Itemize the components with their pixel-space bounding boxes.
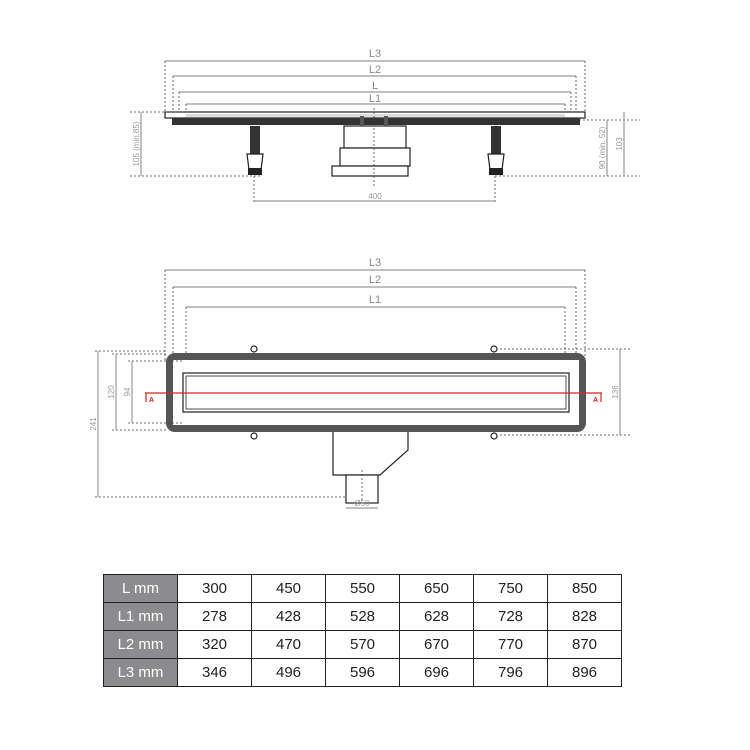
dim-label-l3: L3 xyxy=(369,48,381,60)
dim-label-inner-width: 94 xyxy=(123,387,132,396)
table-cell: 496 xyxy=(251,658,326,687)
table-cell: 300 xyxy=(177,574,252,603)
section-mark-left: A xyxy=(149,397,154,404)
dim-label-l3: L3 xyxy=(369,257,381,269)
table-cell: 596 xyxy=(325,658,400,687)
dim-label-l2: L2 xyxy=(369,274,381,286)
table-cell: 770 xyxy=(473,630,548,659)
dim-label-body-width: 120 xyxy=(107,385,116,399)
dim-label-height-left: 105 (min.85) xyxy=(132,121,141,166)
row-header: L1 mm xyxy=(103,602,178,631)
table-cell: 850 xyxy=(547,574,622,603)
table-cell: 470 xyxy=(251,630,326,659)
dim-label-total-depth: 241 xyxy=(89,417,98,431)
row-header: L mm xyxy=(103,574,178,603)
table-cell: 570 xyxy=(325,630,400,659)
table-cell: 628 xyxy=(399,602,474,631)
row-header: L2 mm xyxy=(103,630,178,659)
adjustable-leg-right xyxy=(487,126,505,175)
dim-label-l1: L1 xyxy=(369,93,381,105)
dim-label-leg-spacing: 400 xyxy=(368,192,382,201)
dim-label-height-total: 103 xyxy=(615,137,624,151)
side-view: L3 L2 L L1 105 xyxy=(130,48,640,204)
table-cell: 346 xyxy=(177,658,252,687)
table-cell: 550 xyxy=(325,574,400,603)
table-cell: 450 xyxy=(251,574,326,603)
table-cell: 750 xyxy=(473,574,548,603)
top-view: L3 L2 L1 A A Ø50 241 120 94 136 xyxy=(89,257,630,509)
table-cell: 320 xyxy=(177,630,252,659)
dim-label-l1: L1 xyxy=(369,294,381,306)
outlet-housing xyxy=(332,432,409,476)
row-header: L3 mm xyxy=(103,658,178,687)
table-cell: 528 xyxy=(325,602,400,631)
table-cell: 828 xyxy=(547,602,622,631)
table-cell: 428 xyxy=(251,602,326,631)
dim-label-height-right: 90 (min. 52) xyxy=(598,126,607,169)
dim-label-flange-width: 136 xyxy=(611,385,620,399)
table-cell: 650 xyxy=(399,574,474,603)
table-cell: 728 xyxy=(473,602,548,631)
channel-body xyxy=(172,118,580,125)
section-mark-right: A xyxy=(593,397,598,404)
table-cell: 870 xyxy=(547,630,622,659)
table-cell: 696 xyxy=(399,658,474,687)
table-cell: 896 xyxy=(547,658,622,687)
dim-label-l2: L2 xyxy=(369,64,381,76)
adjustable-leg-left xyxy=(246,126,264,175)
siphon-outlet xyxy=(331,116,411,177)
table-cell: 796 xyxy=(473,658,548,687)
table-cell: 278 xyxy=(177,602,252,631)
dim-label-outlet-diameter: Ø50 xyxy=(354,499,370,508)
dim-label-l: L xyxy=(372,80,378,92)
table-cell: 670 xyxy=(399,630,474,659)
